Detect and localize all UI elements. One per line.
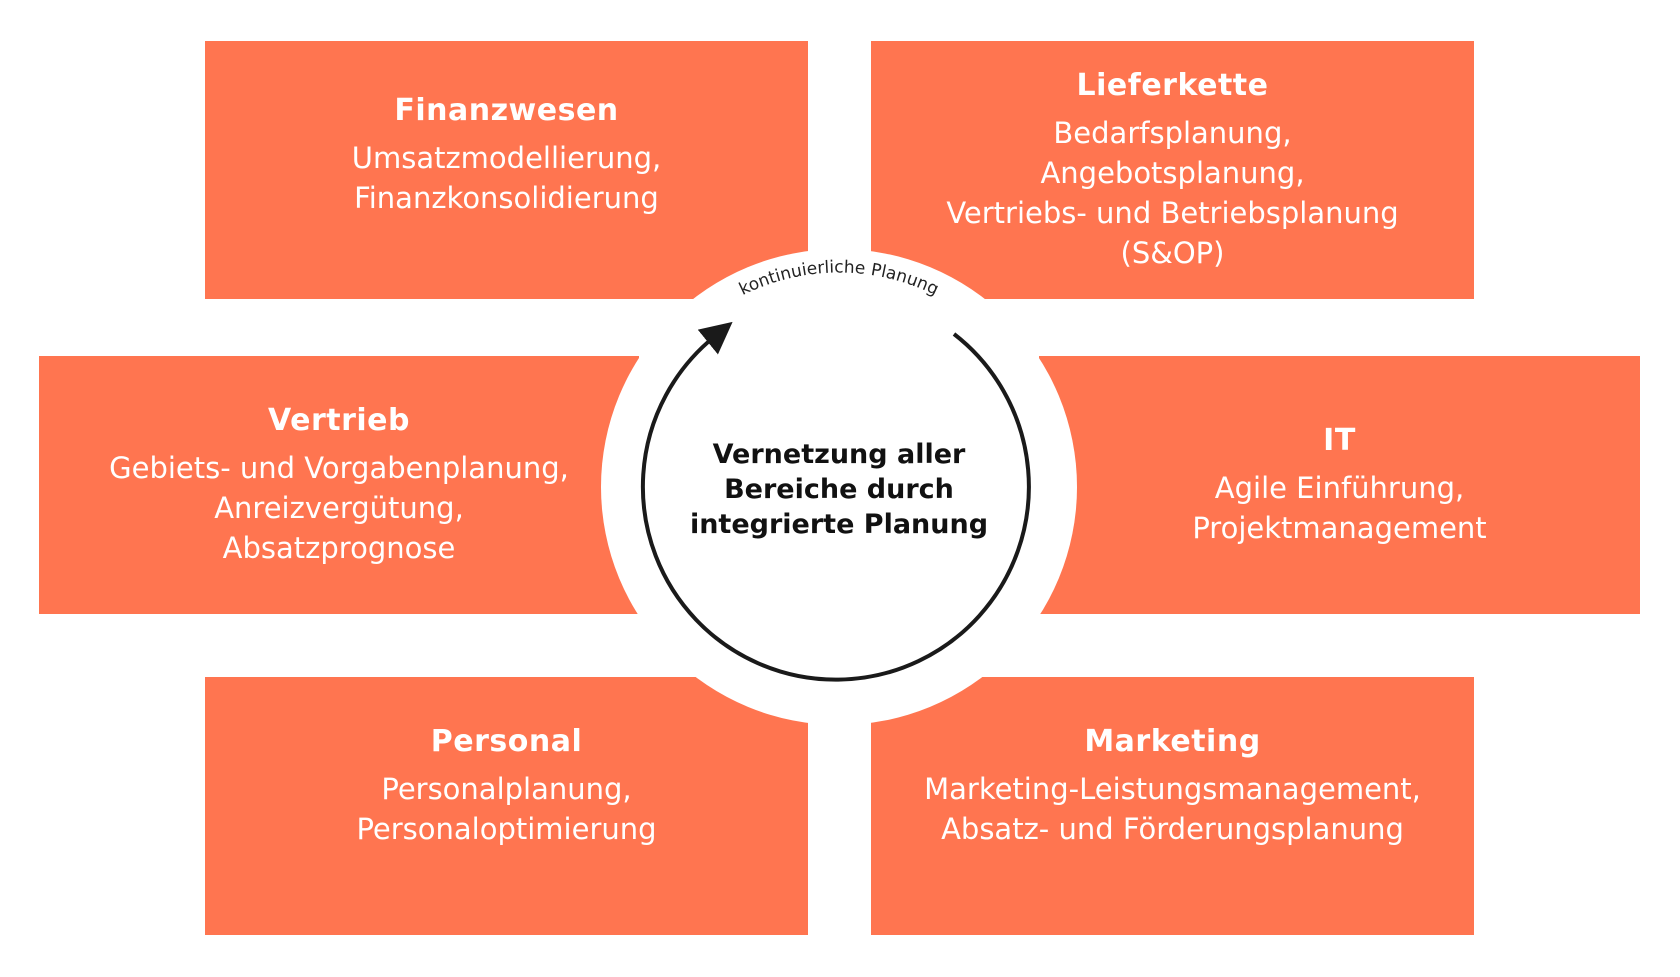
center-line: Vernetzung aller bbox=[712, 439, 966, 470]
center-label: Vernetzung aller Bereiche durch integrie… bbox=[689, 437, 989, 542]
box-text: Absatz- und Förderungsplanung bbox=[941, 811, 1404, 846]
box-text: Bedarfsplanung, bbox=[1053, 115, 1292, 150]
box-it: IT Agile Einführung, Projektmanagement bbox=[1039, 356, 1640, 614]
box-text: Gebiets- und Vorgabenplanung, bbox=[109, 450, 569, 485]
cycle-arrow-icon bbox=[640, 321, 1031, 682]
box-personal: Personal Personalplanung, Personaloptimi… bbox=[205, 677, 808, 935]
center-line: integrierte Planung bbox=[689, 509, 989, 540]
box-text: Absatzprognose bbox=[222, 530, 456, 565]
box-lieferkette: Lieferkette Bedarfsplanung, Angebotsplan… bbox=[871, 41, 1474, 299]
box-text: Finanzkonsolidierung bbox=[354, 180, 659, 215]
box-title: Vertrieb bbox=[268, 402, 410, 438]
box-text: (S&OP) bbox=[1120, 235, 1225, 270]
box-text: Personaloptimierung bbox=[356, 811, 657, 846]
box-text: Marketing-Leistungsmanagement, bbox=[924, 771, 1421, 806]
box-text: Anreizvergütung, bbox=[214, 490, 464, 525]
box-title: Lieferkette bbox=[1076, 67, 1269, 103]
box-text: Personalplanung, bbox=[381, 771, 632, 806]
box-text: Umsatzmodellierung, bbox=[351, 140, 662, 175]
box-text: Agile Einführung, bbox=[1214, 470, 1465, 505]
box-text: Angebotsplanung, bbox=[1040, 155, 1305, 190]
center-disc bbox=[601, 249, 1077, 725]
box-title: Marketing bbox=[1084, 723, 1261, 759]
box-marketing: Marketing Marketing-Leistungsmanagement,… bbox=[871, 677, 1474, 935]
box-finanzwesen: Finanzwesen Umsatzmodellierung, Finanzko… bbox=[205, 41, 808, 299]
box-text: Vertriebs- und Betriebsplanung bbox=[946, 195, 1399, 230]
box-vertrieb: Vertrieb Gebiets- und Vorgabenplanung, A… bbox=[39, 356, 639, 614]
center-line: Bereiche durch bbox=[724, 474, 954, 505]
box-title: Finanzwesen bbox=[394, 92, 619, 128]
box-title: IT bbox=[1323, 422, 1356, 458]
box-title: Personal bbox=[430, 723, 583, 759]
box-text: Projektmanagement bbox=[1192, 510, 1487, 545]
